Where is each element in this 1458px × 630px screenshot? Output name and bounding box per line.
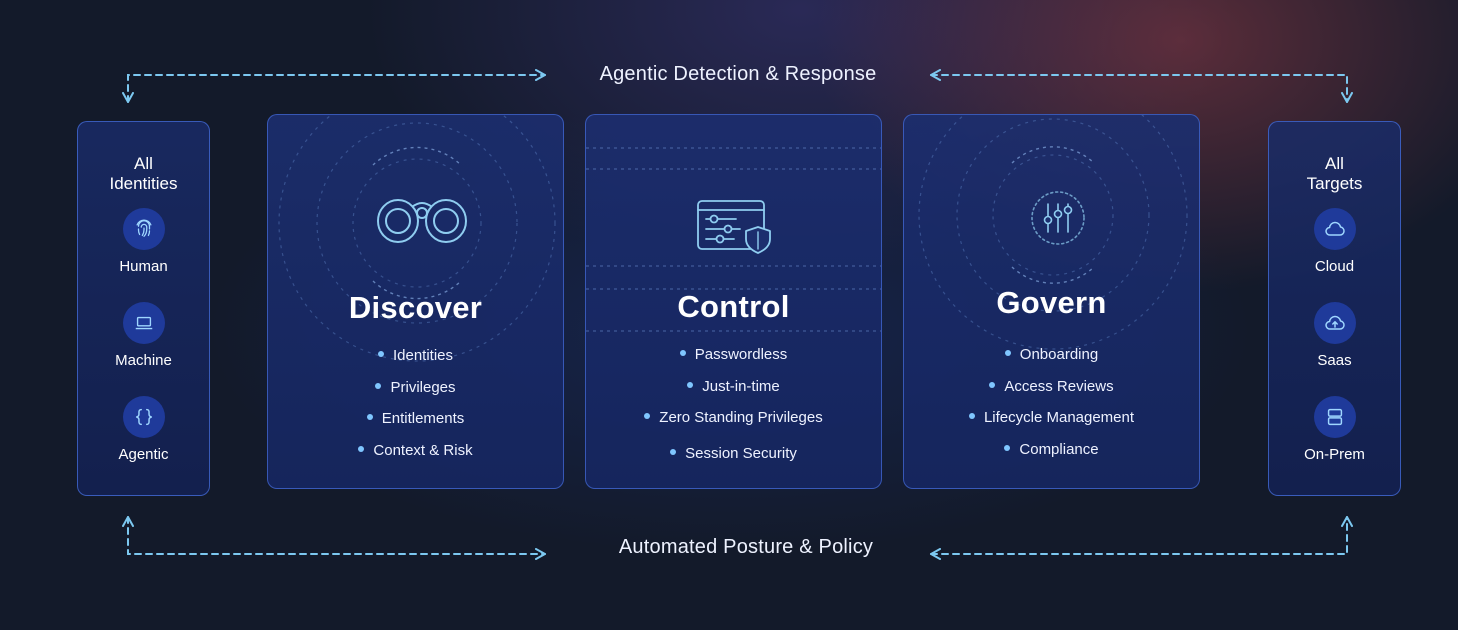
pillar-feature-item: Identities [268,346,563,378]
concentric-rings-decoration [918,115,1188,350]
cloud-upload-icon [1313,302,1356,344]
pillar-control: Control Passwordless Just-in-time Zero S… [585,114,882,489]
bullet-dot-icon [679,350,686,357]
flow-arrow-bottom-left [122,516,546,560]
laptop-icon [122,302,165,344]
pillar-feature-item: Access Reviews [904,377,1199,409]
identity-item-label: Human [119,258,168,275]
cloud-icon [1313,208,1356,250]
identity-item-label: Machine [115,352,172,369]
pillar-feature-item: Entitlements [268,409,563,441]
fingerprint-icon [122,208,165,250]
pillar-feature-item: Lifecycle Management [904,408,1199,440]
identity-item-machine: Machine [78,302,209,396]
pillar-title: Discover [348,290,483,325]
bullet-dot-icon [358,445,365,452]
pillar-feature-item: Privileges [268,378,563,410]
pillar-feature-item: Passwordless [586,345,881,377]
bullet-dot-icon [670,448,677,455]
target-item-label: Cloud [1314,258,1355,275]
pillar-title: Govern [996,285,1107,320]
bullet-dot-icon [375,382,382,389]
server-icon [1313,396,1356,438]
flow-arrow-bottom-right [930,516,1353,560]
pillar-feature-item: Onboarding [904,345,1199,377]
identity-item-label: Agentic [118,446,169,463]
pillar-discover: Discover Identities Privileges Entitleme… [267,114,564,489]
identity-item-human: Human [78,208,209,302]
flow-arrow-top-right [930,69,1353,103]
bullet-dot-icon [366,414,373,421]
bullet-dot-icon [377,351,384,358]
target-item-cloud: Cloud [1269,208,1400,302]
bullet-dot-icon [687,381,694,388]
pillar-feature-item: Context & Risk [268,441,563,473]
target-item-on-prem: On-Prem [1269,396,1400,490]
bullet-dot-icon [1004,444,1011,451]
bullet-dot-icon [968,413,975,420]
pillar-feature-list: Onboarding Access Reviews Lifecycle Mana… [904,345,1199,471]
control-panel-shield-icon [696,199,776,260]
bullet-dot-icon [1004,350,1011,357]
braces-icon [122,396,165,438]
pillar-feature-item: Compliance [904,440,1199,472]
flow-label-top: Agentic Detection & Response [599,63,877,85]
identity-item-agentic: Agentic [78,396,209,490]
binoculars-icon [376,195,468,250]
target-item-label: Saas [1317,352,1352,369]
pillar-feature-item: Just-in-time [586,377,881,409]
target-item-label: On-Prem [1304,446,1365,463]
bullet-dot-icon [989,381,996,388]
pillar-feature-list: Passwordless Just-in-time Zero Standing … [586,345,881,475]
pillar-feature-item: Session Security [586,444,881,476]
flow-arrow-top-left [122,69,546,103]
pillar-title: Control [677,289,790,324]
concentric-rings-decoration [278,115,556,362]
target-item-saas: Saas [1269,302,1400,396]
sliders-icon [1030,190,1086,251]
bullet-dot-icon [644,413,651,420]
pillar-feature-item: Zero Standing Privileges [586,408,881,440]
horizontal-lines-decoration [586,147,881,332]
pillar-feature-list: Identities Privileges Entitlements Conte… [268,346,563,472]
pillar-govern: Govern Onboarding Access Reviews Lifecyc… [903,114,1200,489]
flow-label-bottom: Automated Posture & Policy [618,536,874,558]
